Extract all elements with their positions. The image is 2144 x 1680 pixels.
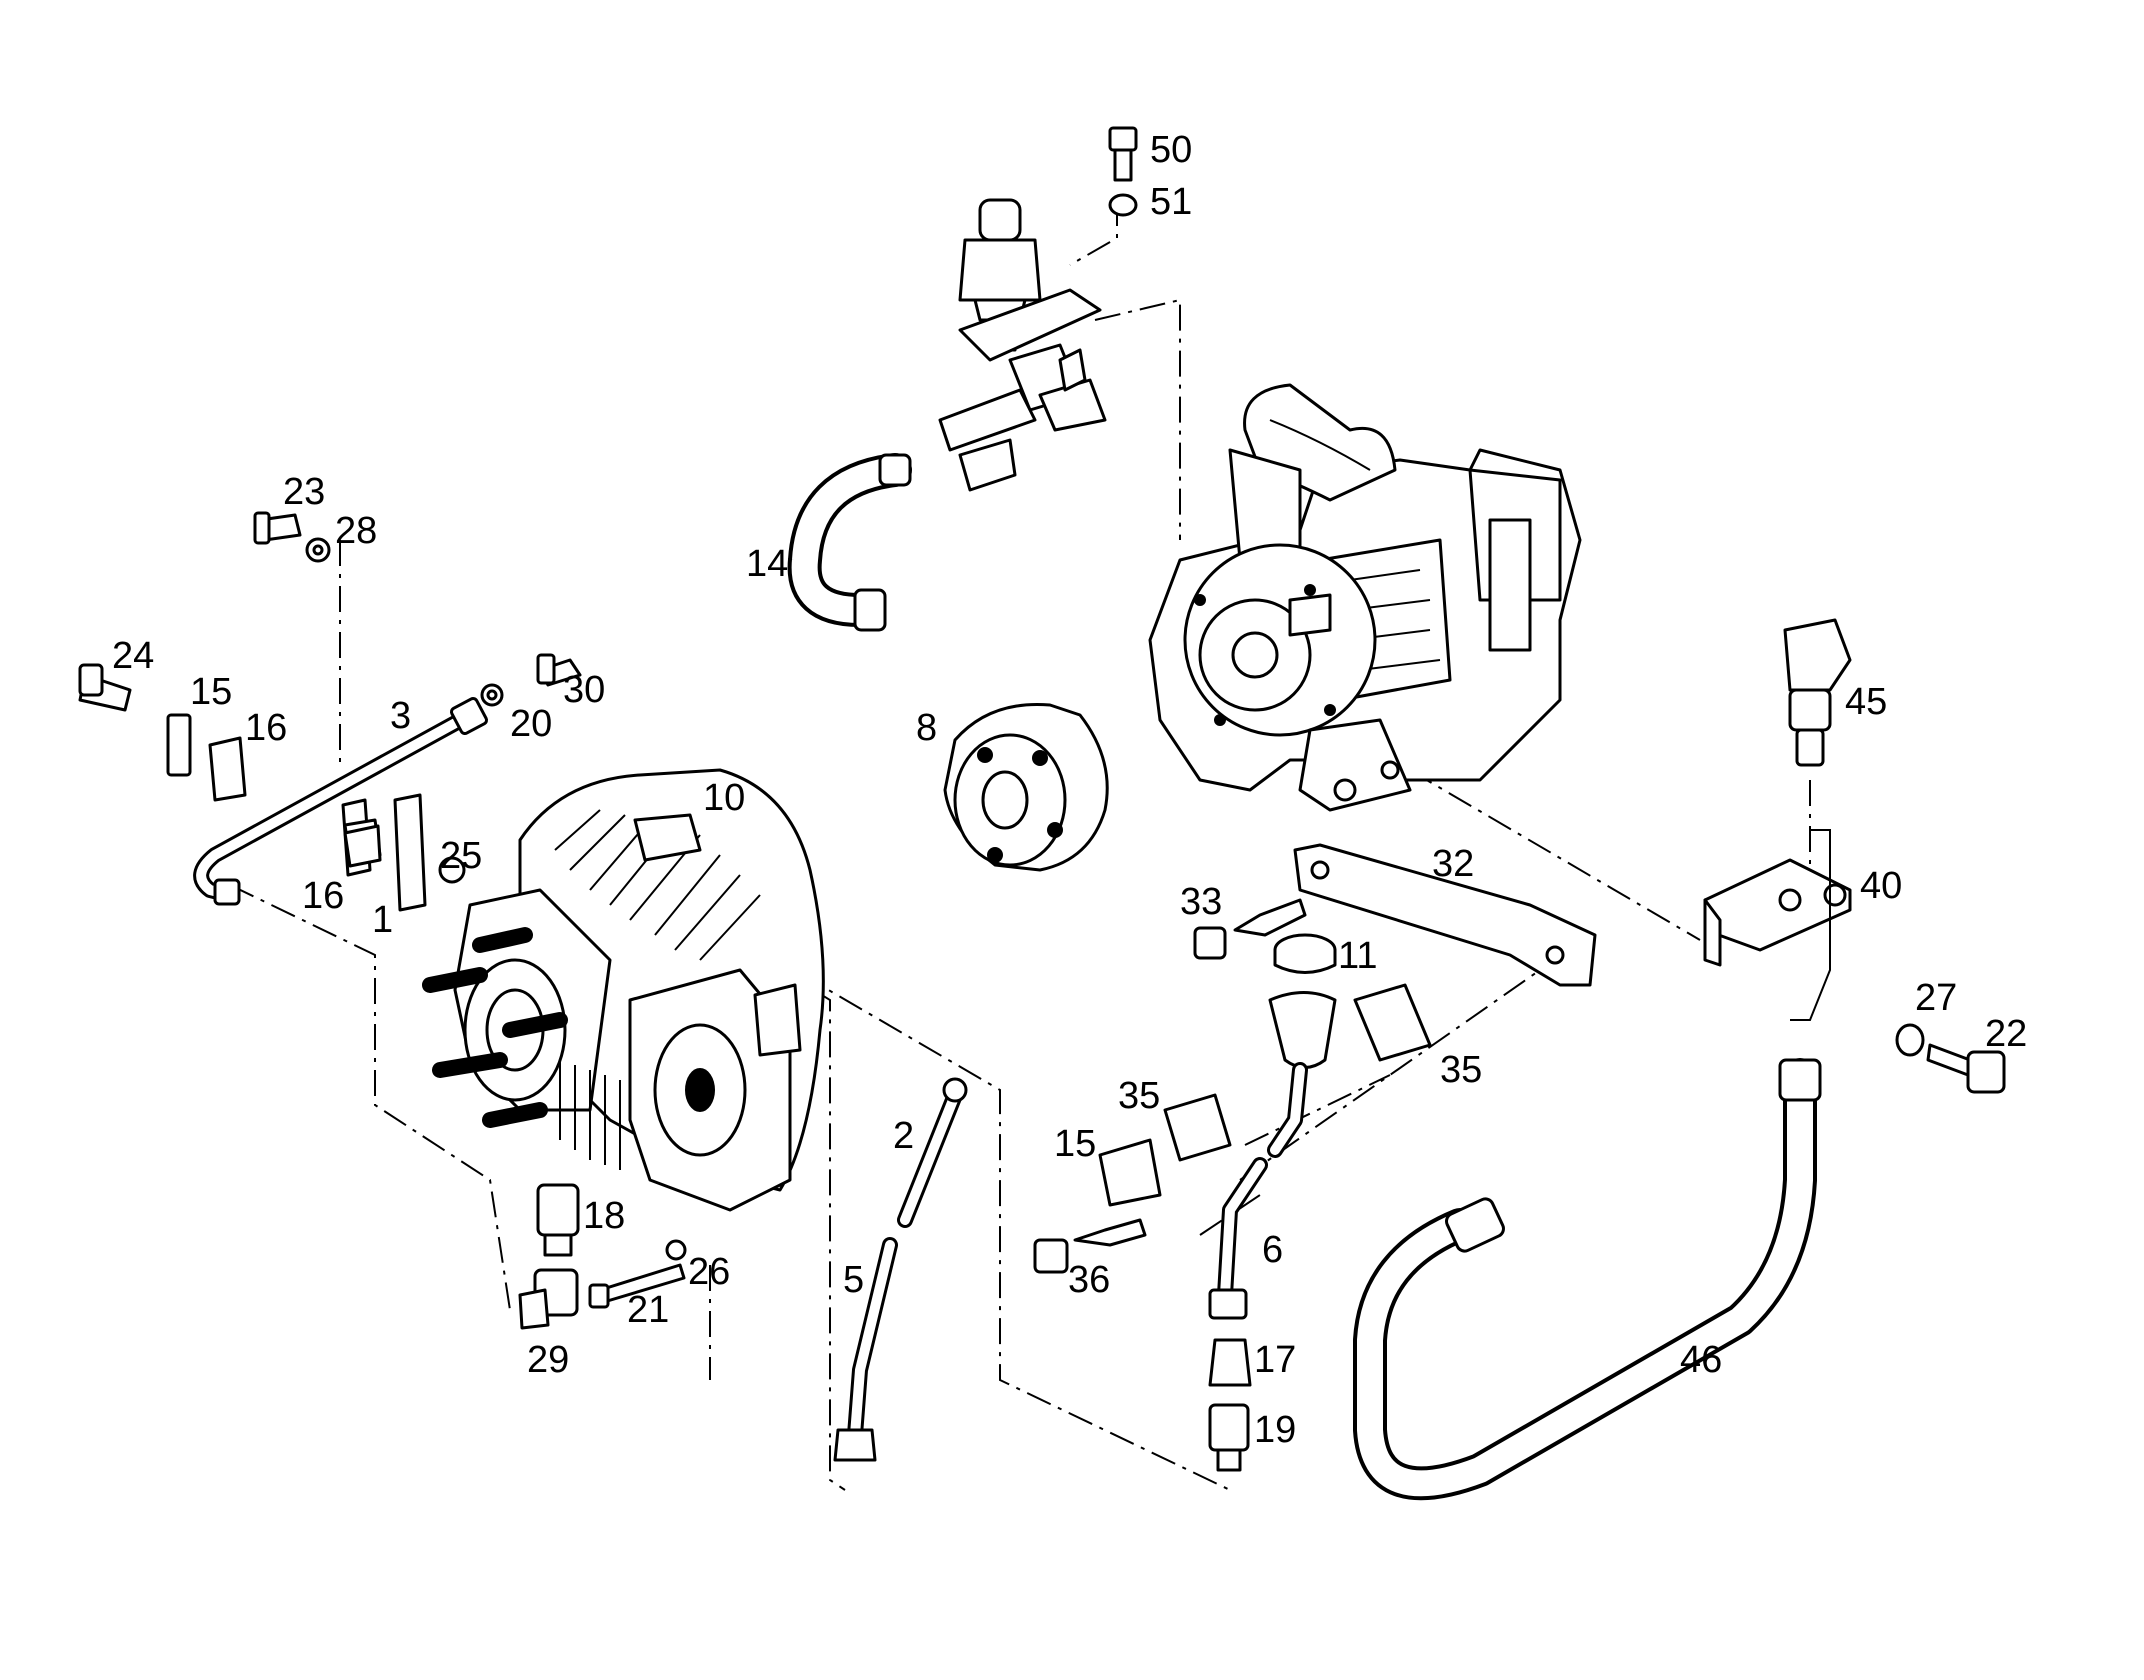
callout-15-upper: 15 [190, 671, 232, 713]
callout-20: 20 [510, 703, 552, 745]
callout-50: 50 [1150, 129, 1192, 171]
bracket-32 [1293, 843, 1597, 987]
callout-5: 5 [843, 1259, 864, 1301]
callout-6: 6 [1262, 1229, 1283, 1271]
callout-51: 51 [1150, 181, 1192, 223]
callout-45: 45 [1845, 681, 1887, 723]
callout-1: 1 [372, 899, 393, 941]
callout-19: 19 [1254, 1409, 1296, 1451]
callout-27: 27 [1915, 977, 1957, 1019]
callout-17: 17 [1254, 1339, 1296, 1381]
coupling-8 [943, 702, 1109, 872]
callout-35-left: 35 [1118, 1075, 1160, 1117]
callout-46: 46 [1680, 1339, 1722, 1381]
bolt-50-washer-51 [1108, 126, 1138, 217]
callout-16-lower: 16 [302, 875, 344, 917]
pipe-6-fittings [1208, 1157, 1268, 1472]
pipe-3 [193, 696, 489, 906]
callout-24: 24 [112, 635, 154, 677]
engine-block [1148, 383, 1582, 812]
fittings-lower-left [518, 1183, 687, 1330]
callout-2: 2 [893, 1115, 914, 1157]
callout-23: 23 [283, 471, 325, 513]
callout-10: 10 [703, 777, 745, 819]
hose-46 [1353, 1058, 1822, 1501]
callout-40: 40 [1860, 865, 1902, 907]
bolt-22-washer-27 [1895, 1023, 2006, 1094]
callout-16-upper: 16 [245, 707, 287, 749]
callout-21: 21 [627, 1289, 669, 1331]
small-parts-upper-left [78, 511, 582, 912]
housing-studs [422, 927, 568, 1128]
mount-hardware [1033, 898, 1432, 1274]
callout-22: 22 [1985, 1013, 2027, 1055]
callout-11: 11 [1338, 935, 1377, 977]
callout-35-right: 35 [1440, 1049, 1482, 1091]
callout-labels: 50 51 23 28 14 24 15 16 3 20 30 10 8 45 … [112, 129, 2027, 1451]
valve-45-bracket-40 [1703, 618, 1852, 1021]
callout-14: 14 [746, 543, 788, 585]
callout-8: 8 [916, 707, 937, 749]
bellhousing-10 [453, 768, 825, 1212]
callout-18: 18 [583, 1195, 625, 1237]
callout-3: 3 [390, 695, 411, 737]
rod-2-pipe-5 [833, 1077, 968, 1462]
callout-30: 30 [563, 669, 605, 711]
callout-25: 25 [440, 835, 482, 877]
callout-36: 36 [1068, 1259, 1110, 1301]
assembly-lines [229, 200, 1811, 1491]
callout-28: 28 [335, 510, 377, 552]
callout-26: 26 [688, 1251, 730, 1293]
accumulator-assembly [938, 198, 1107, 492]
callout-32: 32 [1432, 843, 1474, 885]
hose-14 [787, 453, 912, 632]
callout-33: 33 [1180, 881, 1222, 923]
callout-29: 29 [527, 1339, 569, 1381]
callout-15-lower: 15 [1054, 1123, 1096, 1165]
